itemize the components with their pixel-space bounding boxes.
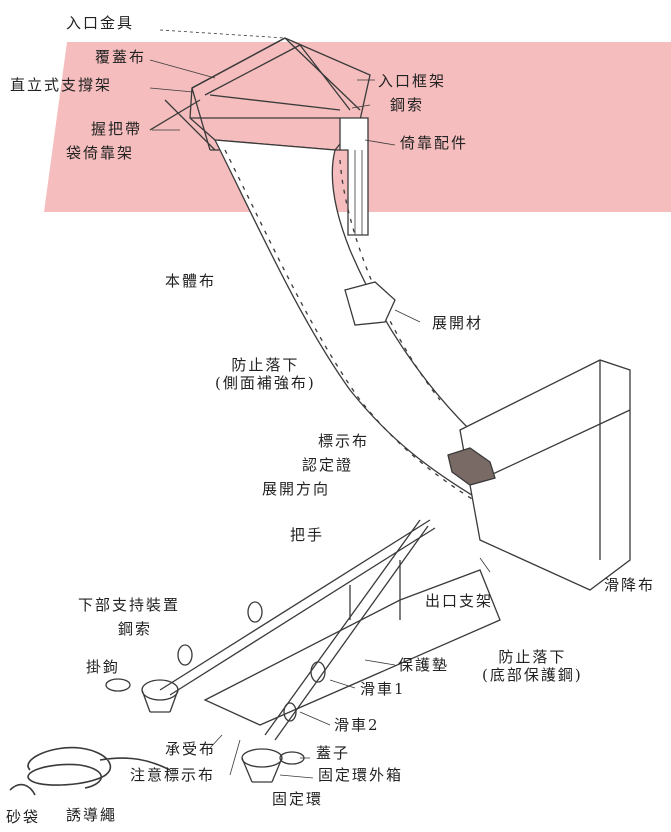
label-handle: 把手 [290,526,325,544]
fixing-ring-case [241,748,283,768]
label-fall-prevention-bottom-line2: (底部保護鋼) [482,666,583,684]
label-entrance-fitting: 入口金具 [66,14,135,32]
label-fall-prevention-side-line1: 防止落下 [231,356,300,374]
label-fall-prevention-bottom: 防止落下 (底部保護鋼) [482,648,583,684]
label-entrance-frame: 入口框架 [378,72,447,90]
label-fall-prevention-side: 防止落下 (側面補強布) [215,356,316,392]
slide-cloth [203,569,501,726]
label-bag-rest-frame: 袋倚靠架 [66,144,135,162]
label-exit-frame: 出口支架 [425,592,494,610]
label-grip-belt: 握把帶 [91,120,143,138]
label-ring-case: 固定環外箱 [318,766,404,784]
label-guide-rope: 誘導繩 [66,806,118,824]
label-hook: 掛鉤 [86,658,121,676]
label-body-cloth: 本體布 [165,272,217,290]
pulley-1 [310,661,326,683]
guide-rope [9,746,171,796]
label-lid: 蓋子 [316,744,351,762]
label-fall-prevention-bottom-line1: 防止落下 [498,648,567,666]
label-protection-pad: 保護墊 [398,656,450,674]
label-steel-cable-top: 鋼索 [390,96,425,114]
label-fall-prevention-side-line2: (側面補強布) [215,374,316,392]
pulley-2 [283,702,297,722]
hook-ring [105,678,131,692]
label-fixing-ring: 固定環 [272,790,324,808]
label-slide-cloth: 滑降布 [604,576,656,594]
label-pulley-2: 滑車2 [334,716,380,734]
wall-post [339,117,369,236]
label-sandbag: 砂袋 [6,808,41,826]
label-leaning-fitting: 倚靠配件 [400,134,469,152]
pulley-lower [177,644,193,666]
certification-patch [447,447,496,486]
deploy-material [344,281,396,326]
label-sign-cloth: 標示布 [318,432,370,450]
pulley-upper [247,601,263,623]
label-deploy-material: 展開材 [432,314,484,332]
label-steel-cable-lower: 鋼索 [118,620,153,638]
label-receiving-cloth: 承受布 [165,740,217,758]
label-certification: 認定證 [302,456,354,474]
label-caution-sign: 注意標示布 [130,766,216,784]
label-lower-support: 下部支持裝置 [78,596,181,614]
label-deploy-direction: 展開方向 [262,480,331,498]
label-pulley-1: 滑車1 [360,680,406,698]
label-cover-cloth: 覆蓋布 [95,48,147,66]
label-upright-frame: 直立式支撐架 [10,76,113,94]
